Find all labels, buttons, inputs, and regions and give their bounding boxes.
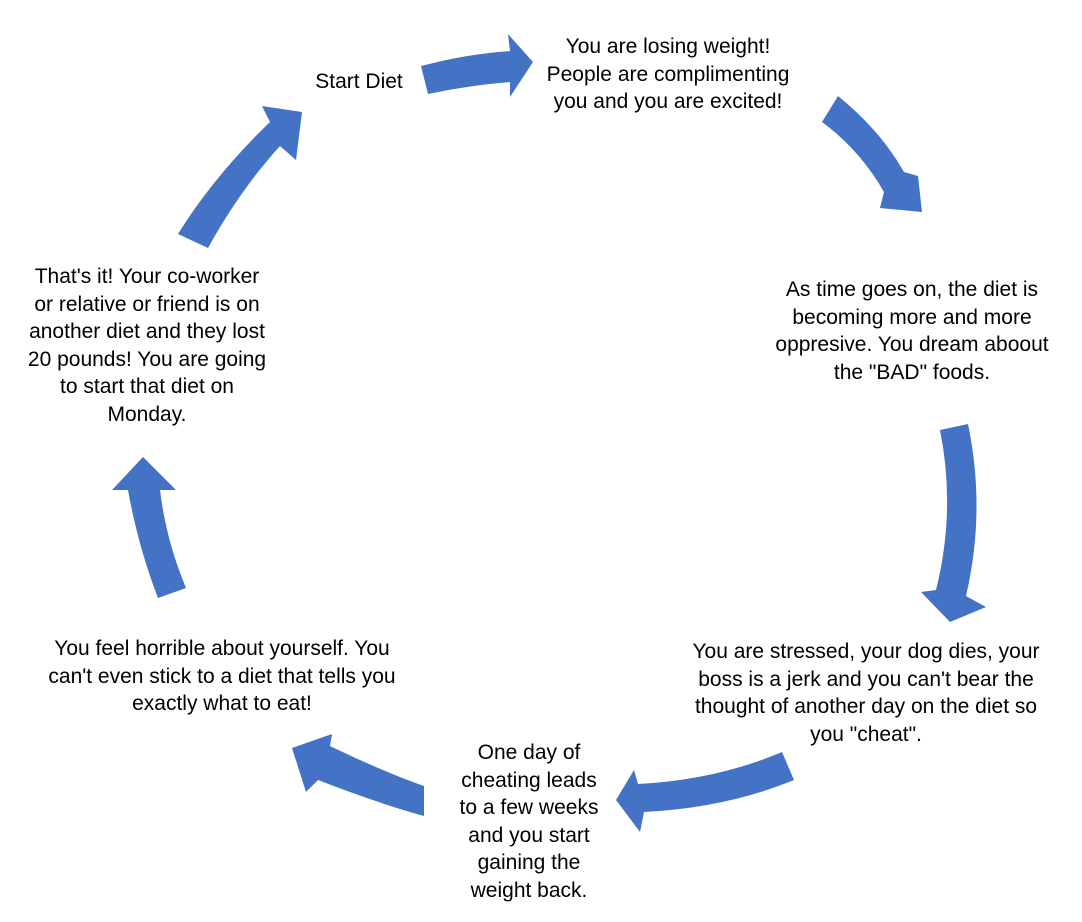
arrow-time-to-stress [921,424,986,622]
node-cheating-weeks: One day of cheating leads to a few weeks… [459,741,599,902]
arrow-losing-to-time [822,96,922,212]
node-losing-weight: You are losing weight! People are compli… [546,35,790,113]
arrow-cheat-to-feel [292,734,424,816]
node-start-diet: Start Diet [315,70,403,93]
arrow-stress-to-cheat [616,752,794,832]
arrow-feel-to-thats [112,457,186,598]
node-feel-horrible: You feel horrible about yourself. You ca… [48,637,396,715]
node-diet-oppressive: As time goes on, the diet is becoming mo… [775,278,1049,384]
node-stressed-cheat: You are stressed, your dog dies, your bo… [692,640,1040,746]
node-new-diet-monday: That's it! Your co-worker or relative or… [27,265,267,426]
arrow-start-to-losing [421,34,533,97]
arrow-thats-to-start [178,106,302,248]
